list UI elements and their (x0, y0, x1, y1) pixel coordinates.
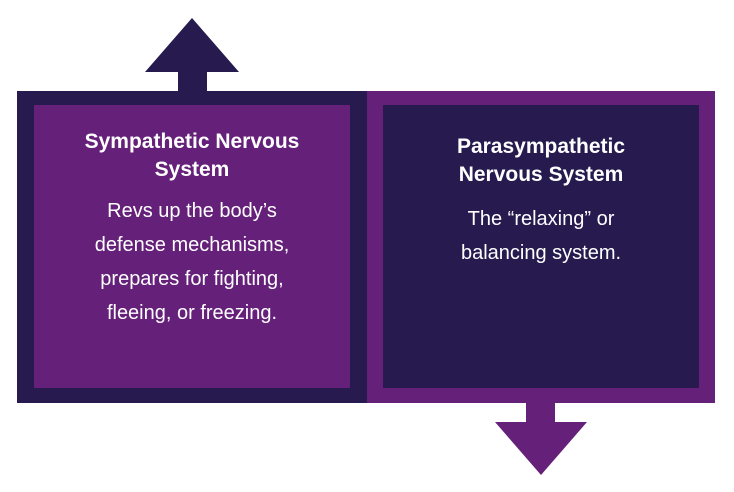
sympathetic-title: Sympathetic Nervous System (84, 130, 300, 181)
parasympathetic-panel (383, 105, 699, 388)
parasympathetic-description: The “relaxing” or balancing system. (460, 208, 622, 264)
sympathetic-description: Revs up the body’s defense mechanisms, p… (94, 200, 290, 324)
parasympathetic-text: Parasympathetic Nervous System The “rela… (383, 133, 699, 270)
parasympathetic-title: Parasympathetic Nervous System (456, 135, 626, 186)
arrow-down-icon (495, 403, 587, 475)
sympathetic-text: Sympathetic Nervous System Revs up the b… (34, 128, 350, 330)
arrow-up-icon (145, 18, 239, 91)
sympathetic-panel (34, 105, 350, 388)
